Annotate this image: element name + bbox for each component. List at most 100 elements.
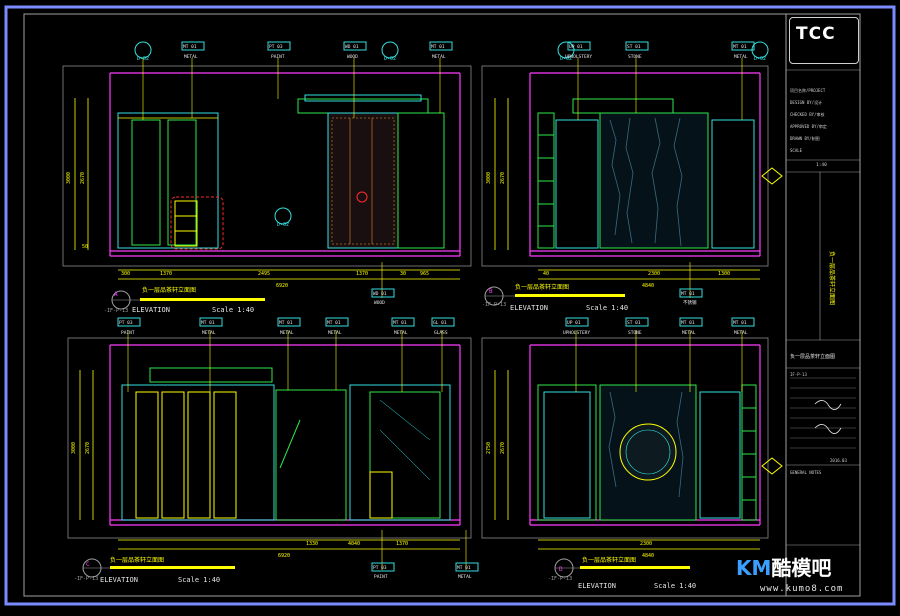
- panel-c-tag-mt01-b: MT 01: [279, 320, 293, 326]
- panel-a-dim-6: 965: [420, 271, 429, 277]
- panel-b-height-2: 2670: [500, 172, 506, 184]
- panel-c-height-2: 2670: [85, 442, 91, 454]
- panel-d-tag-mt01-b: MT 01: [733, 320, 747, 326]
- panel-d-tag-stone: STONE: [628, 330, 642, 336]
- panel-c-tag-mt01: MT 01: [201, 320, 215, 326]
- panel-c-tag-metal-c: METAL: [328, 330, 342, 336]
- panel-b-detail-ref-2: D-02: [754, 56, 766, 62]
- panel-a-total-width: 6920: [276, 283, 288, 289]
- panel-c-elevation: [67, 317, 479, 578]
- panel-a-title: 负一层品茶轩立面图: [142, 286, 196, 294]
- panel-c-id: C: [86, 561, 90, 568]
- sheet-frame: [4, 5, 896, 606]
- panel-d-id: D: [559, 566, 563, 573]
- panel-d-scale: Scale 1:40: [654, 582, 696, 590]
- panel-b-scale: Scale 1:40: [586, 304, 628, 312]
- panel-a-tag-mt01: MT 01: [183, 44, 197, 50]
- tb-line-5: DRAWN BY/制图: [790, 135, 820, 141]
- panel-a-scale: Scale 1:40: [212, 306, 254, 314]
- panel-a-sheet: -IF-P-13: [104, 308, 128, 314]
- panel-d-tag-metal: METAL: [682, 330, 696, 336]
- panel-c-elevation-label: ELEVATION: [100, 576, 138, 584]
- panel-d-dim-1: 2300: [640, 541, 652, 547]
- panel-d-height-1: 2750: [486, 442, 492, 454]
- panel-c-tag-paint: PAINT: [121, 330, 135, 336]
- tb-line-1: 项目名称/PROJECT: [790, 87, 826, 93]
- panel-a-dim-2: 1370: [160, 271, 172, 277]
- panel-a-height-1: 3000: [66, 172, 72, 184]
- titleblock-border: [785, 13, 861, 597]
- panel-c-tag-mt01-d: MT 01: [393, 320, 407, 326]
- panel-b-tag-metal: METAL: [734, 54, 748, 60]
- panel-b-tag-upholstery: UPHOLSTERY: [565, 54, 592, 60]
- tb-line-6: SCALE: [790, 148, 803, 153]
- panel-d-tag-st01: ST 01: [627, 320, 641, 326]
- panel-b-sheet: -IF-P-13: [482, 302, 506, 308]
- panel-b-dim-2: 2300: [648, 271, 660, 277]
- panel-a-tag-wd01-b: WD 01: [373, 291, 387, 297]
- tb-sheet-no: IF-P-13: [790, 372, 807, 377]
- panel-b-tag-st01: ST 01: [627, 44, 641, 50]
- panel-c-tag-metal: METAL: [202, 330, 216, 336]
- tb-line-4: APPROVED BY/审定: [790, 123, 827, 129]
- panel-b-detail-ref: D-02: [560, 56, 572, 62]
- panel-c-dim-3: 1370: [396, 541, 408, 547]
- panel-c-tag-pt03: PT 03: [119, 320, 133, 326]
- panel-c-tag-mt01-e: MT 01: [457, 565, 471, 571]
- panel-a-elevation-label: ELEVATION: [132, 306, 170, 314]
- panel-d-elevation-label: ELEVATION: [578, 582, 616, 590]
- panel-d-tag-up01: UP 01: [567, 320, 581, 326]
- panel-b-tag-mt01-b: MT 01: [681, 291, 695, 297]
- tb-drawing-title-small: 负一层品茶轩立面图: [790, 353, 835, 360]
- company-logo: TCC: [789, 17, 859, 64]
- logo-text: TCC: [796, 24, 836, 44]
- panel-c-tag-metal-d: METAL: [394, 330, 408, 336]
- watermark-cn: 酷模吧: [771, 556, 832, 580]
- panel-b-tag-stone: STONE: [628, 54, 642, 60]
- panel-a-detail-ref: D-02: [137, 56, 149, 62]
- panel-d-tag-mt01: MT 01: [681, 320, 695, 326]
- tb-line-3: CHECKED BY/审核: [790, 111, 825, 117]
- watermark-km: KM: [736, 556, 772, 580]
- panel-a-detail-ref-3: D-02: [277, 222, 289, 228]
- panel-c-tag-mt01-c: MT 01: [327, 320, 341, 326]
- panel-c-title: 负一层品茶轩立面图: [110, 556, 164, 564]
- panel-c-total-width: 6920: [278, 553, 290, 559]
- panel-a-detail-ref-2: D-02: [384, 56, 396, 62]
- panel-c-tag-pt03-b: PT 03: [373, 565, 387, 571]
- panel-c-sheet: -IF-P-13: [74, 576, 98, 582]
- panel-d-tag-upholstery: UPHOLSTERY: [563, 330, 590, 336]
- panel-a-dim-1: 300: [121, 271, 130, 277]
- panel-d-sheet: -IF-P-13: [548, 576, 572, 582]
- tb-line-2: DESIGN BY/设计: [790, 99, 822, 105]
- panel-a-height-2: 2670: [80, 172, 86, 184]
- panel-c-tag-glass: GLASS: [434, 330, 448, 336]
- panel-b-dim-3: 1300: [718, 271, 730, 277]
- tb-drawing-title: 负一层品茶轩立面图: [828, 251, 836, 305]
- panel-a-tag-paint: PAINT: [271, 54, 285, 60]
- panel-b-tag-up01: UP 01: [569, 44, 583, 50]
- panel-a-dim-3: 2495: [258, 271, 270, 277]
- panel-c-dim-1: 1330: [306, 541, 318, 547]
- panel-c-scale: Scale 1:40: [178, 576, 220, 584]
- panel-b-tag-mt01: MT 01: [733, 44, 747, 50]
- panel-b-height-1: 3000: [486, 172, 492, 184]
- tb-notes-head: GENERAL NOTES: [790, 470, 822, 475]
- panel-c-dim-2: 4040: [348, 541, 360, 547]
- panel-a-dim-5: 30: [400, 271, 406, 277]
- panel-b-id: B: [489, 288, 493, 295]
- panel-d-elevation: [481, 317, 783, 578]
- panel-a-height-3: 50: [82, 244, 88, 250]
- panel-b-dim-1: 40: [543, 271, 549, 277]
- panel-b-title: 负一层品茶轩立面图: [515, 283, 569, 291]
- watermark: KM酷模吧: [736, 552, 831, 581]
- panel-b-total-width: 4840: [642, 283, 654, 289]
- panel-a-tag-wood-b: WOOD: [374, 300, 385, 306]
- panel-a-elevation: [62, 41, 472, 310]
- panel-a-tag-mt01-b: MT 01: [431, 44, 445, 50]
- panel-a-tag-wood: WOOD: [347, 54, 358, 60]
- panel-c-tag-gl01: GL 01: [433, 320, 447, 326]
- panel-c-height-1: 3000: [71, 442, 77, 454]
